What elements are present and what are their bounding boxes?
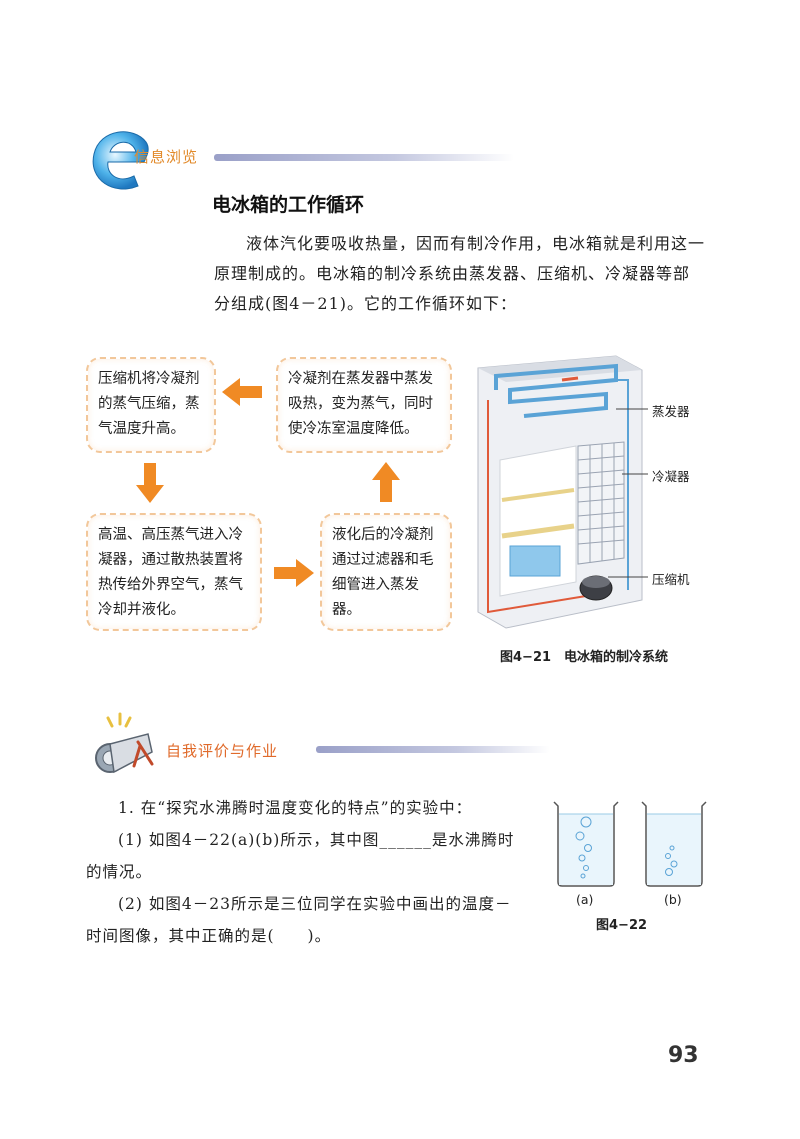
label-condenser: 冷凝器 (652, 469, 690, 484)
beaker-illustration (553, 801, 707, 887)
flow-box-condenser: 高温、高压蒸气进入冷凝器，通过散热装置将热传给外界空气，蒸气冷却并液化。 (86, 513, 262, 631)
beaker-label-a: (a) (576, 892, 594, 907)
label-evaporator: 蒸发器 (652, 404, 690, 419)
page-number: 93 (668, 1043, 699, 1068)
self-eval-label: 自我评价与作业 (166, 742, 279, 760)
arrow-right-icon (274, 559, 314, 587)
flow-box-compressor: 压缩机将冷凝剂的蒸气压缩，蒸气温度升高。 (86, 357, 216, 453)
arrow-up-icon (372, 462, 400, 502)
fridge-caption: 图4−21 电冰箱的制冷系统 (500, 650, 669, 665)
flow-text-capillary: 液化后的冷凝剂通过过滤器和毛细管进入蒸发器。 (332, 527, 434, 618)
header-bar (214, 154, 514, 161)
self-eval-header: 自我评价与作业 (90, 712, 550, 782)
flow-text-evaporator: 冷凝剂在蒸发器中蒸发吸热，变为蒸气，同时使冷冻室温度降低。 (288, 371, 433, 437)
question-1-intro: 1. 在“探究水沸腾时温度变化的特点”的实验中： (118, 799, 473, 817)
beaker-label-b: (b) (664, 892, 682, 907)
question-1-part2: (2) 如图4－23所示是三位同学在实验中画出的温度－时间图像，其中正确的是( … (86, 895, 512, 945)
arrow-left-icon (222, 378, 262, 406)
flow-text-condenser: 高温、高压蒸气进入冷凝器，通过散热装置将热传给外界空气，蒸气冷却并液化。 (98, 527, 243, 618)
e-logo-icon (92, 131, 149, 190)
flow-box-capillary: 液化后的冷凝剂通过过滤器和毛细管进入蒸发器。 (320, 513, 452, 631)
article-paragraph: 液体汽化要吸收热量，因而有制冷作用，电冰箱就是利用这一原理制成的。电冰箱的制冷系… (214, 234, 706, 313)
scroll-icon (95, 712, 154, 774)
article-title: 电冰箱的工作循环 (212, 194, 365, 216)
fridge-illustration (477, 355, 643, 629)
label-compressor: 压缩机 (652, 572, 690, 587)
arrow-down-icon (136, 463, 164, 503)
info-browse-header: 信息浏览 (84, 120, 514, 200)
beaker-caption: 图4−22 (596, 918, 648, 933)
flow-text-compressor: 压缩机将冷凝剂的蒸气压缩，蒸气温度升高。 (98, 371, 200, 437)
question-1-part1: (1) 如图4－22(a)(b)所示，其中图______是水沸腾时的情况。 (86, 831, 515, 881)
flow-box-evaporator: 冷凝剂在蒸发器中蒸发吸热，变为蒸气，同时使冷冻室温度降低。 (276, 357, 452, 453)
self-eval-bar (316, 746, 550, 753)
info-browse-label: 信息浏览 (134, 148, 199, 166)
